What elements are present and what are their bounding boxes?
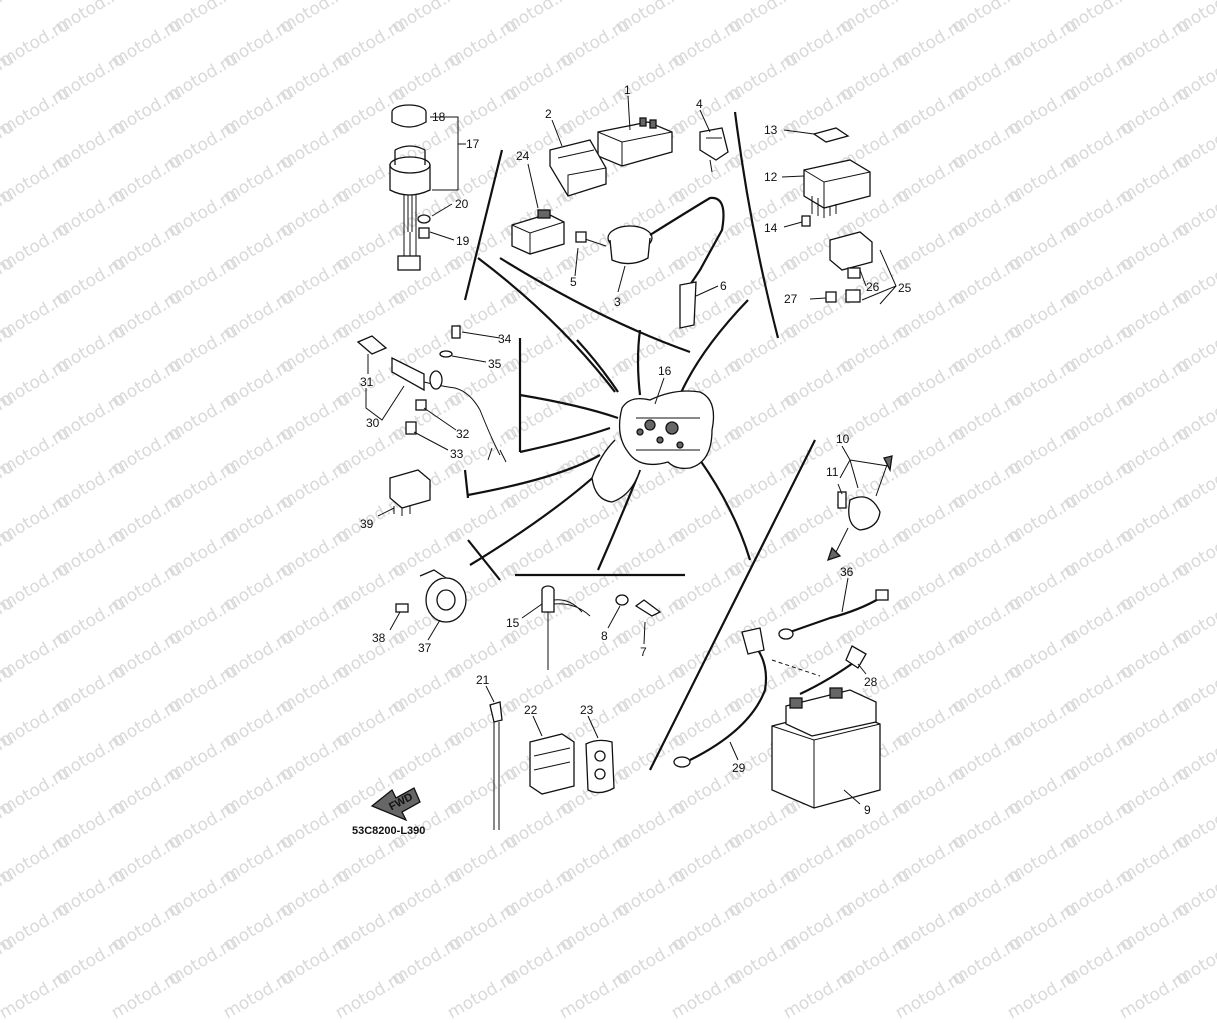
callout-21: 21 (476, 673, 490, 687)
callout-38: 38 (372, 631, 386, 645)
callout-1: 1 (624, 83, 631, 97)
watermark-text: motod.ru (892, 967, 970, 1023)
callout-3: 3 (614, 295, 621, 309)
callout-31: 31 (360, 375, 374, 389)
callout-18: 18 (432, 110, 446, 124)
callout-28: 28 (864, 675, 878, 689)
battery-cables (673, 589, 889, 768)
watermark-text: motod.ru (1116, 967, 1194, 1023)
watermark-text: motod.ru (108, 967, 186, 1023)
watermark-text: motod.ru (500, 933, 578, 990)
watermark-text: motod.ru (332, 967, 410, 1023)
callout-30: 30 (366, 416, 380, 430)
callout-2: 2 (545, 107, 552, 121)
watermark-text: motod.ru (836, 933, 914, 990)
callout-12: 12 (764, 170, 778, 184)
watermark-text: motod.ru (668, 967, 746, 1023)
callout-33: 33 (450, 447, 464, 461)
horn-relay-parts (389, 469, 467, 623)
callout-8: 8 (601, 629, 608, 643)
callout-34: 34 (498, 332, 512, 346)
callout-32: 32 (456, 427, 470, 441)
sensor-parts (356, 325, 507, 463)
parts-diagram: FWD (352, 83, 912, 837)
callout-labels: 1 2 3 4 5 6 7 8 9 10 11 12 13 14 15 16 1… (360, 83, 912, 817)
callout-27: 27 (784, 292, 798, 306)
callout-26: 26 (866, 280, 880, 294)
fwd-arrow: FWD (370, 787, 421, 822)
watermark-text: motod.ru (444, 967, 522, 1023)
watermark-text: motod.ru (0, 967, 74, 1023)
callout-25: 25 (898, 281, 912, 295)
callout-13: 13 (764, 123, 778, 137)
pickup-parts (826, 455, 893, 562)
battery-parts (771, 687, 881, 809)
watermark-text: motod.ru (164, 933, 242, 990)
diagram-code: 53C8200-L390 (352, 825, 425, 837)
callout-5: 5 (570, 275, 577, 289)
watermark-text: motod.ru (948, 933, 1026, 990)
watermark-text: motod.ru (388, 933, 466, 990)
callout-22: 22 (524, 703, 538, 717)
watermark-text: motod.ru (724, 933, 802, 990)
callout-23: 23 (580, 703, 594, 717)
callout-6: 6 (720, 279, 727, 293)
main-switch-part (389, 104, 431, 271)
callout-36: 36 (840, 565, 854, 579)
ecu-parts (511, 117, 729, 255)
callout-15: 15 (506, 616, 520, 630)
wire-harness-part (591, 390, 715, 503)
callout-14: 14 (764, 221, 778, 235)
watermark-text: motod.ru (780, 967, 858, 1023)
callout-20: 20 (455, 197, 469, 211)
leader-lines (365, 95, 897, 805)
watermark-text: motod.ru (612, 933, 690, 990)
watermark-text: motod.ru (556, 967, 634, 1023)
callout-24: 24 (516, 149, 530, 163)
callout-37: 37 (418, 641, 432, 655)
callout-7: 7 (640, 645, 647, 659)
callout-4: 4 (696, 97, 703, 111)
callout-29: 29 (732, 761, 746, 775)
harness-spokes (467, 257, 752, 571)
callout-9: 9 (864, 803, 871, 817)
watermark-text: motod.ru (1060, 933, 1138, 990)
rectifier-parts (801, 127, 873, 303)
callout-16: 16 (658, 364, 672, 378)
callout-17: 17 (466, 137, 480, 151)
callout-35: 35 (488, 357, 502, 371)
callout-11: 11 (826, 465, 839, 479)
watermark-text: motod.ru (0, 933, 18, 990)
watermark-text: motod.ru (220, 967, 298, 1023)
watermark-text: motod.ru (276, 933, 354, 990)
section-dividers (463, 111, 816, 771)
callout-10: 10 (836, 432, 850, 446)
sensor-bottom-parts (541, 585, 662, 670)
ignition-coil-part (575, 196, 725, 329)
watermark-text: motod.ru (1004, 967, 1082, 1023)
callout-19: 19 (456, 234, 470, 248)
band-clamp-parts (489, 701, 615, 830)
callout-39: 39 (360, 517, 374, 531)
watermark-text: motod.ru (1172, 933, 1217, 990)
watermark-text: motod.ru (52, 933, 130, 990)
